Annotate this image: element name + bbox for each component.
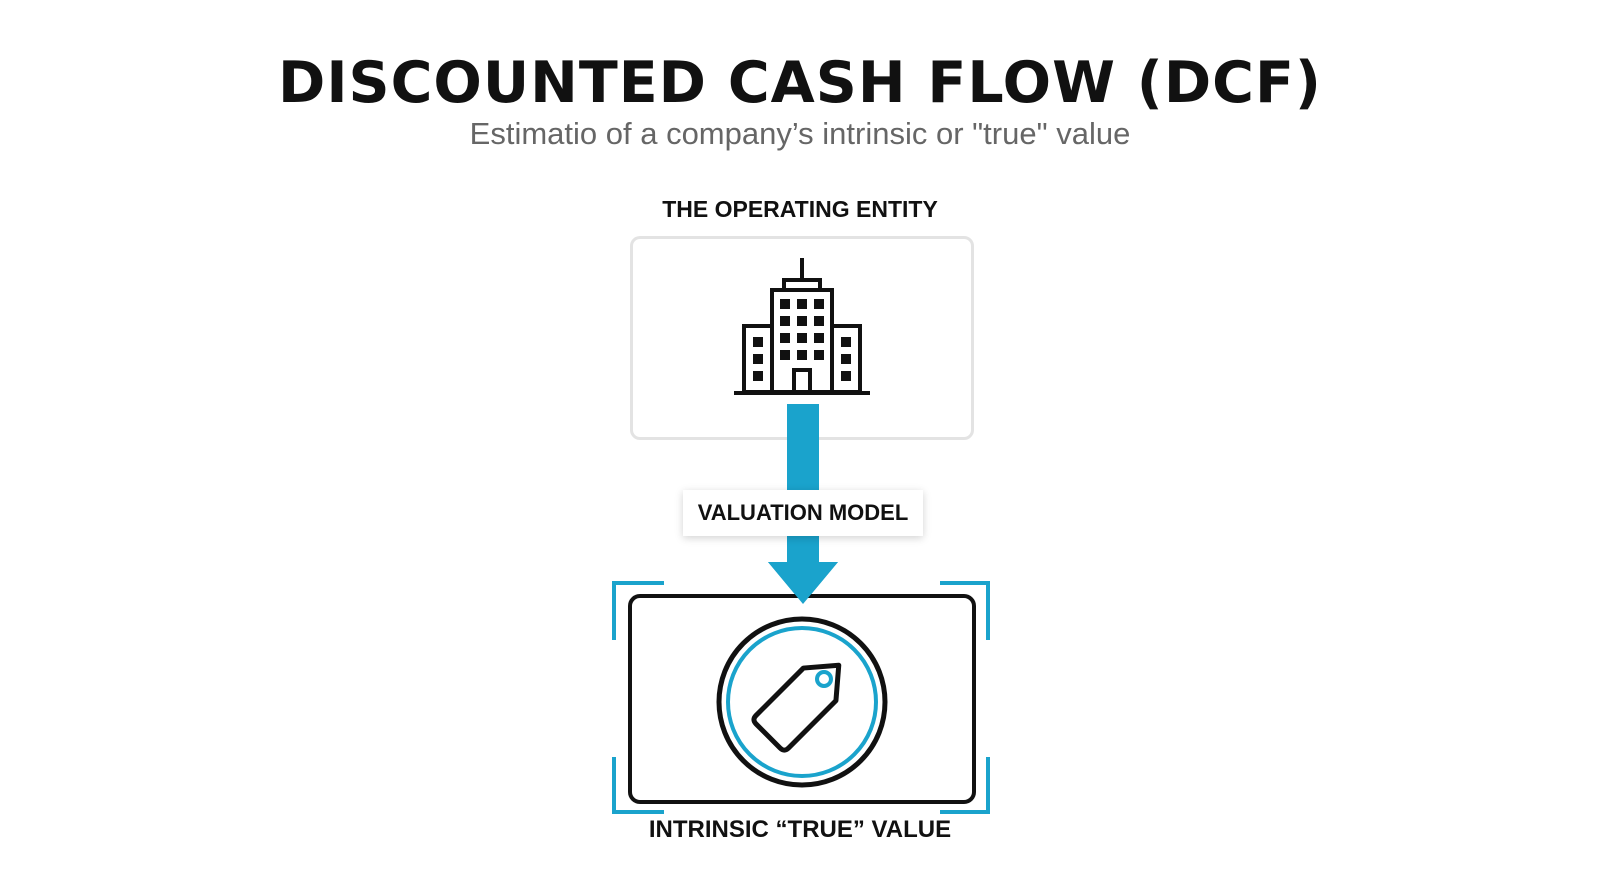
page-subtitle: Estimatio of a company’s intrinsic or "t… — [469, 116, 1131, 151]
price-tag-icon — [716, 616, 888, 788]
valuation-model-label: VALUATION MODEL — [697, 500, 909, 525]
operating-entity-label: THE OPERATING ENTITY — [662, 196, 938, 222]
intrinsic-value-label: INTRINSIC “TRUE” VALUE — [648, 816, 952, 843]
value-frame-brackets — [612, 581, 990, 814]
page-title: DISCOUNTED CASH FLOW (DCF) — [278, 50, 1322, 116]
building-windows — [753, 299, 851, 381]
flow-arrow-tip — [768, 562, 838, 604]
valuation-model-box: VALUATION MODEL — [683, 490, 923, 536]
